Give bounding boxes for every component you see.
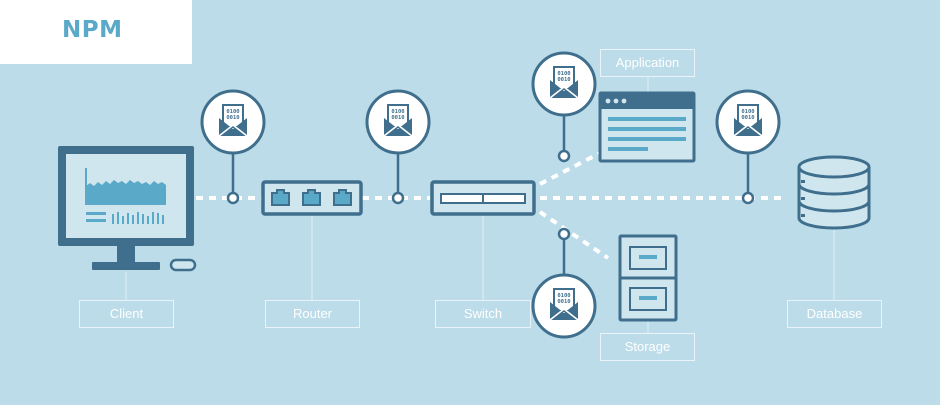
router-icon [261, 180, 363, 216]
page-title: NPM [62, 17, 123, 43]
envelope-icon [365, 89, 431, 155]
label-client: Client [79, 300, 174, 328]
label-switch: Switch [435, 300, 531, 328]
database-icon [797, 155, 871, 230]
probe-switch-application [531, 51, 597, 163]
envelope-icon [531, 51, 597, 117]
link-switch-storage [538, 210, 610, 260]
probe-router-switch [365, 89, 431, 205]
client-monitor-icon [58, 146, 197, 272]
label-storage: Storage [600, 333, 695, 361]
switch-icon [430, 180, 536, 216]
label-application: Application [600, 49, 695, 77]
label-database: Database [787, 300, 882, 328]
envelope-icon [531, 273, 597, 339]
link-switch-application [539, 151, 601, 186]
application-window-icon [598, 91, 696, 163]
storage-cabinet-icon [618, 234, 678, 322]
envelope-icon [715, 89, 781, 155]
label-leader-lines [125, 77, 835, 333]
envelope-icon [200, 89, 266, 155]
label-router: Router [265, 300, 360, 328]
title-box: NPM [0, 0, 192, 64]
probe-switch-storage [531, 227, 597, 339]
probe-client-router [200, 89, 266, 205]
probe-switch-database [715, 89, 781, 205]
